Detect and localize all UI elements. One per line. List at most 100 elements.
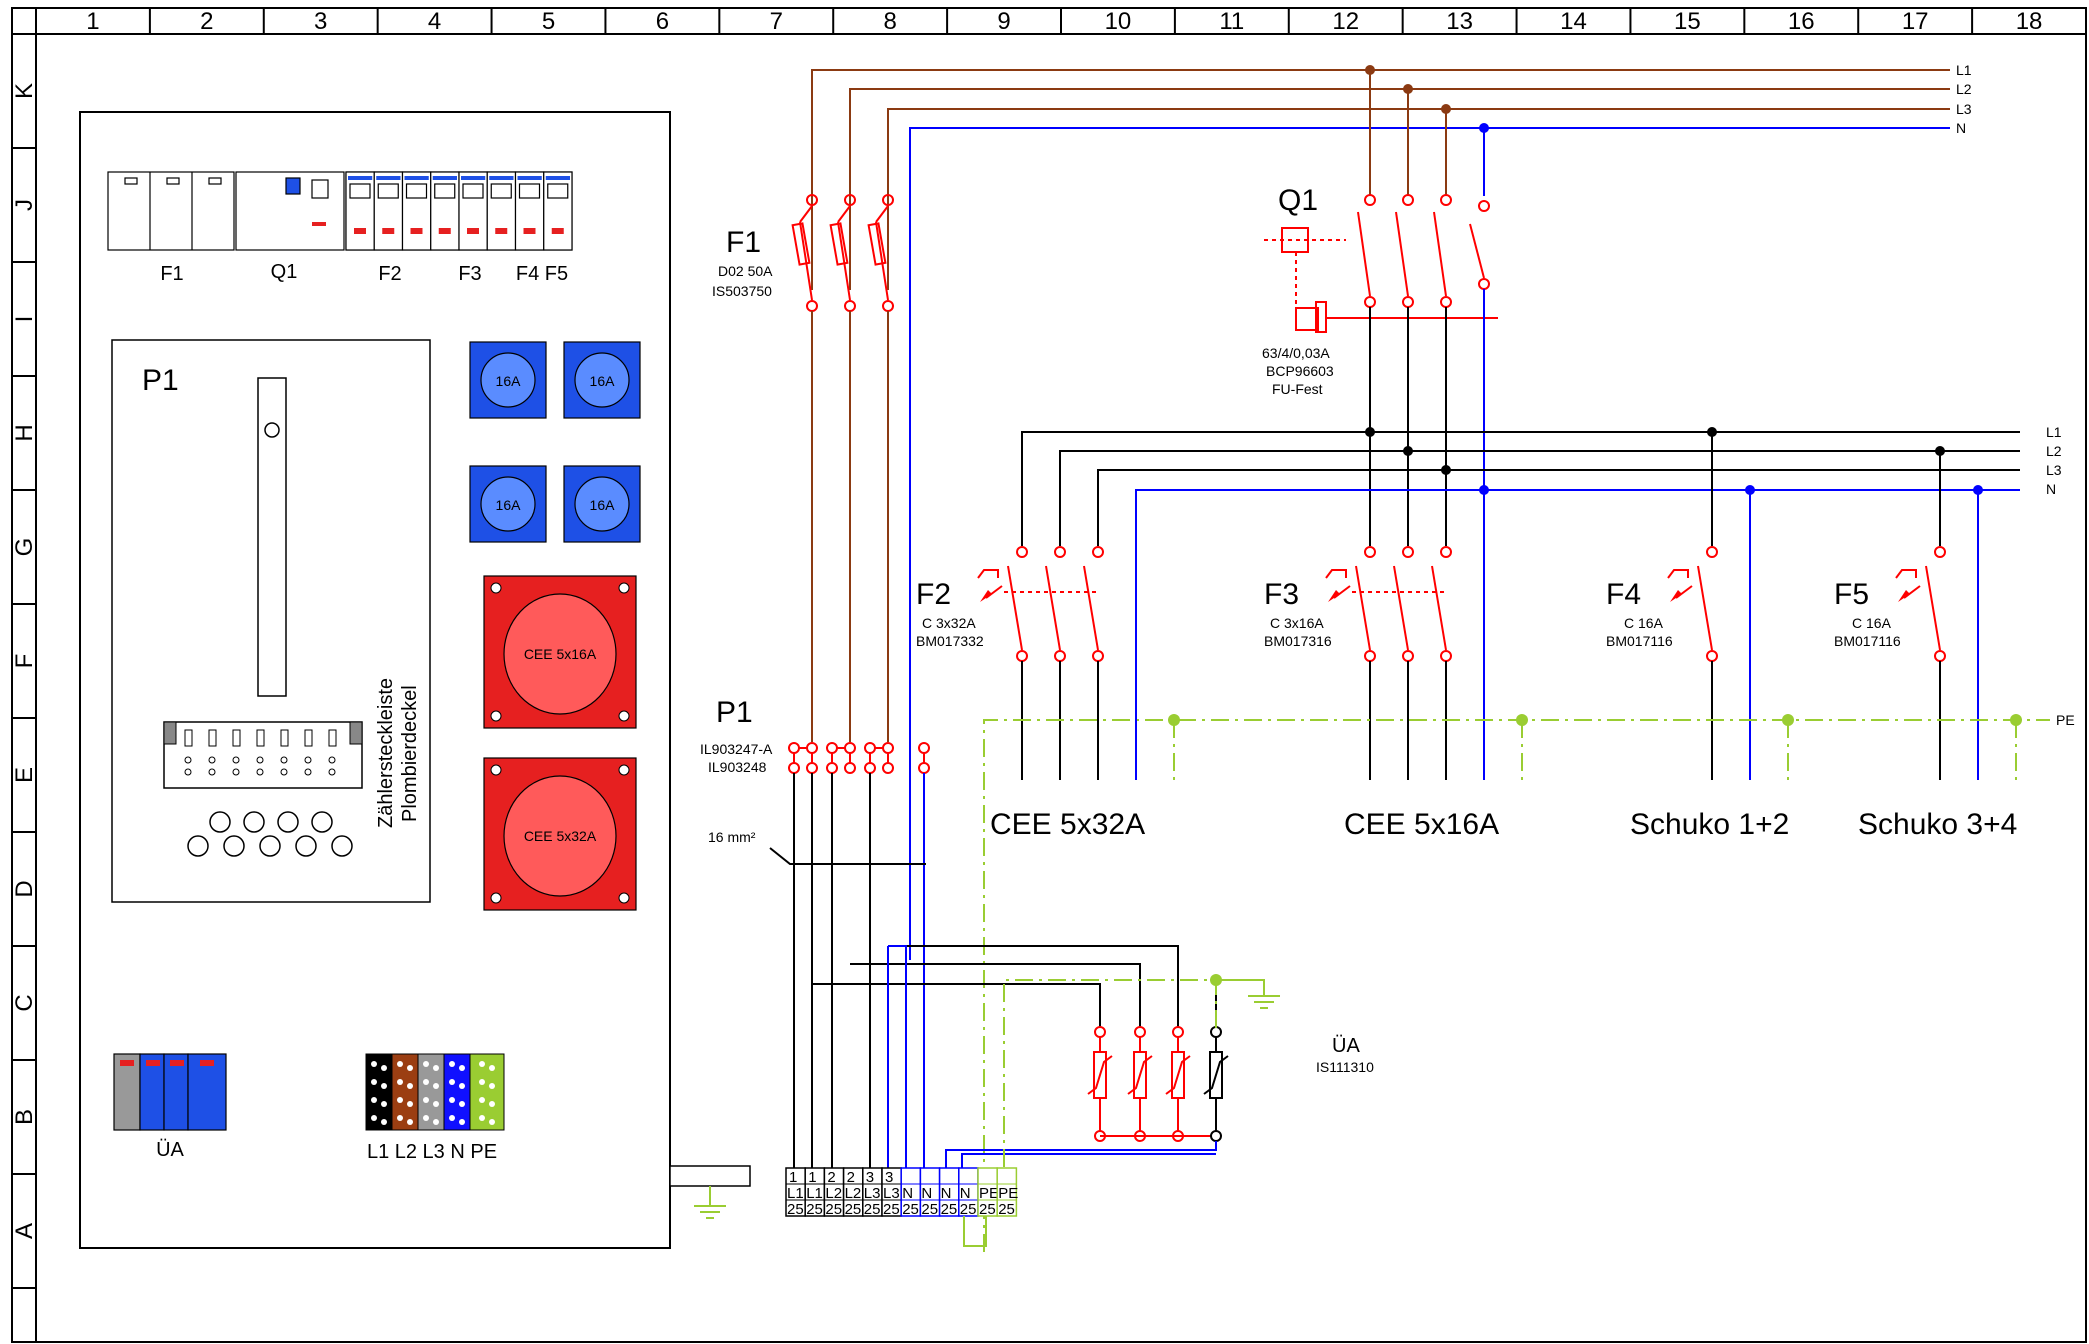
grid-col-label: 14 [1560,8,1587,35]
terminal-name: L2 [845,1185,862,1202]
f2-name: F2 [916,578,951,611]
cee-socket-16a: CEE 5x16A [483,575,637,729]
grid-row-label: G [11,538,38,557]
q1-type: FU-Fest [1272,381,1323,397]
schuko-socket-3: 16A [469,465,547,543]
terminal-size: 25 [883,1201,900,1218]
cab-label-f4f5: F4 F5 [516,263,568,285]
terminal-size: 25 [902,1201,919,1218]
terminal-name: N [960,1185,971,1202]
rcd-q1: Q1 63/4/0,03A BCP96603 FU-Fest [1262,184,1498,397]
grid-col-label: 7 [770,8,783,35]
meter-terminal-p1: P1 IL903247-A IL903248 [700,696,930,775]
grid-col-label: 2 [200,8,213,35]
terminal-name: N [921,1185,932,1202]
terminal-name: PE [979,1185,999,1202]
meter-vertical-label-2: Plombierdeckel [399,685,421,822]
grid-row-label: K [11,83,38,99]
ua-name: ÜA [1332,1035,1360,1057]
fuse-f1: F1 D02 50A IS503750 [712,194,894,312]
terminal-name: L3 [883,1185,900,1202]
f3-part: BM017316 [1264,633,1332,649]
grid-row-label: A [11,1223,38,1239]
svg-text:16A: 16A [590,497,616,513]
f1-rating: D02 50A [718,263,773,279]
cee-socket-32a: CEE 5x32A [483,757,637,911]
terminal-strip: 1L1251L1252L2252L2253L3253L325N25N25N25N… [785,1167,1018,1218]
surge-arrester-label: ÜA [156,1139,184,1161]
terminal-name: N [902,1185,913,1202]
p1-name: P1 [716,696,753,729]
svg-text:16A: 16A [590,373,616,389]
f4-name: F4 [1606,578,1641,611]
terminal-size: 25 [825,1201,842,1218]
svg-text:16A: 16A [496,373,522,389]
output-schuko-12: Schuko 1+2 [1630,808,1789,841]
breaker-f2: F2 C 3x32A BM017332 [916,546,1104,662]
terminal-blocks-front [365,1053,505,1131]
q1-rating: 63/4/0,03A [1262,345,1330,361]
grid-row-label: J [11,199,38,211]
terminal-name: PE [998,1185,1018,1202]
svg-text:16A: 16A [496,497,522,513]
terminal-name: L1 [806,1185,823,1202]
grid-col-label: 15 [1674,8,1701,35]
grid-col-label: 16 [1788,8,1815,35]
breaker-f5: F5 C 16A BM017116 [1834,451,1946,662]
output-cee-32a: CEE 5x32A [990,808,1145,841]
f4-rating: C 16A [1624,615,1664,631]
f3-name: F3 [1264,578,1299,611]
schuko-socket-4: 16A [563,465,641,543]
bus-mid-l2: L2 [2046,443,2062,459]
terminal-number: 1 [808,1169,816,1186]
cabinet-outline [79,111,671,1249]
ua-part: IS111310 [1316,1059,1374,1075]
terminal-size: 25 [960,1201,977,1218]
terminal-name: L2 [825,1185,842,1202]
f5-name: F5 [1834,578,1869,611]
earth-bar [669,1165,751,1219]
f2-rating: C 3x32A [922,615,976,631]
bus-mid-l3: L3 [2046,462,2062,478]
terminal-name: L3 [864,1185,881,1202]
output-cee-16a: CEE 5x16A [1344,808,1499,841]
grid-row-label: F [11,654,38,669]
terminal-size: 25 [787,1201,804,1218]
q1-part: BCP96603 [1266,363,1334,379]
schuko-socket-1: 16A [469,341,547,419]
grid-row-label: C [11,994,38,1011]
bus-top-l1: L1 [1956,62,1972,78]
terminal-number: 2 [827,1169,835,1186]
pe-rail: PE [983,712,2075,1252]
breaker-f3: F3 C 3x16A BM017316 [1264,546,1452,662]
svg-text:CEE 5x16A: CEE 5x16A [524,646,597,662]
meter-panel: P1 Zählersteckleiste Plombierdeckel [111,339,431,903]
grid-col-label: 17 [1902,8,1929,35]
terminal-name: L1 [787,1185,804,1202]
terminal-size: 25 [806,1201,823,1218]
grid-col-label: 10 [1105,8,1132,35]
f1-name: F1 [726,226,761,259]
grid-row-label: I [11,316,38,323]
f5-rating: C 16A [1852,615,1892,631]
output-schuko-34: Schuko 3+4 [1858,808,2017,841]
terminal-size: 25 [845,1201,862,1218]
bus-mid-l1: L1 [2046,424,2062,440]
terminal-name: N [941,1185,952,1202]
svg-text:CEE 5x32A: CEE 5x32A [524,828,597,844]
f1-part: IS503750 [712,283,772,299]
breaker-f4: F4 C 16A BM017116 [1606,432,1718,662]
grid-row-label: H [11,424,38,441]
incoming-bus: L1 L2 L3 N [811,62,1972,960]
grid-col-label: 13 [1446,8,1473,35]
schuko-socket-2: 16A [563,341,641,419]
terminal-size: 25 [979,1201,996,1218]
bus-top-n: N [1956,120,1966,136]
surge-protector-ua: ÜA IS111310 [812,945,1374,1168]
breaker-row [107,171,573,251]
cab-label-f1: F1 [160,263,183,285]
grid-col-label: 3 [314,8,327,35]
grid-row-label: D [11,880,38,897]
terminal-blocks-label: L1 L2 L3 N PE [367,1141,497,1163]
